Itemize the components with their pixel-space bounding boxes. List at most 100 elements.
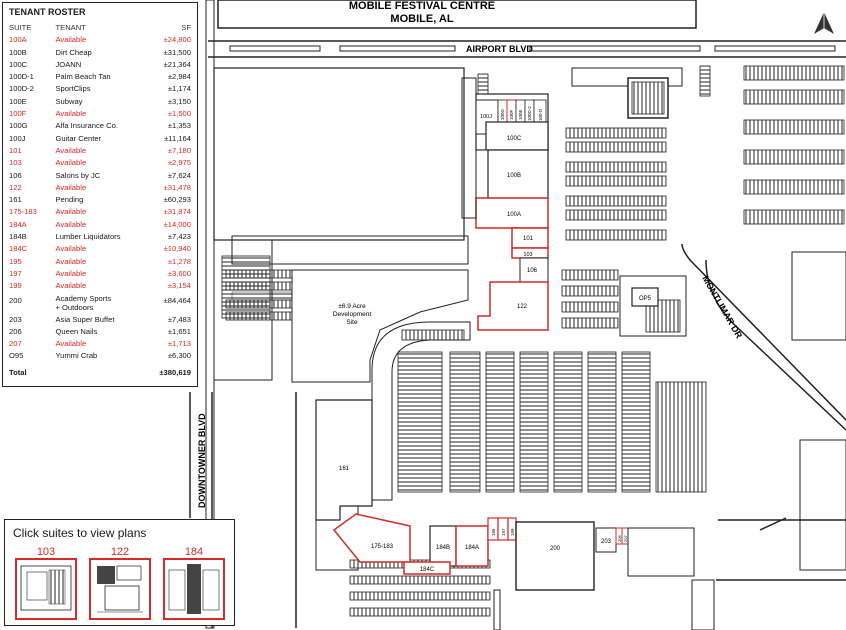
title-block <box>217 0 697 29</box>
roster-suite: 101 <box>9 145 22 155</box>
roster-sf: ±7,483 <box>167 314 191 324</box>
roster-sf: ±10,940 <box>163 244 191 254</box>
roster-sf: ±60,293 <box>163 195 191 205</box>
roster-sf: ±1,500 <box>167 109 191 119</box>
roster-row-195: 195 Available ±1,278 <box>9 256 191 268</box>
roster-row-o95: O95 Yummi Crab ±6,300 <box>9 350 191 362</box>
roster-tenant: Available <box>55 244 87 254</box>
roster-tenant: Subway <box>55 96 83 106</box>
roster-sf: ±14,000 <box>163 219 191 229</box>
roster-tenant: Dirt Cheap <box>55 47 92 57</box>
parcel-west <box>213 67 465 241</box>
roster-sf: ±2,975 <box>167 158 191 168</box>
suite-184A[interactable] <box>455 525 489 567</box>
roster-tenant: Available <box>55 35 87 45</box>
parking-west <box>221 255 297 321</box>
suite-207-label: 207 <box>623 535 628 542</box>
col-sf: SF <box>181 23 191 32</box>
plan-label-184: 184 <box>184 546 204 558</box>
roster-suite: 100F <box>9 109 27 119</box>
roster-suite: 199 <box>9 281 22 291</box>
suite-100C-label: 100C <box>507 136 522 142</box>
roster-tenant: Available <box>55 182 87 192</box>
roster-sf: ±31,500 <box>163 47 191 57</box>
parking-central <box>561 127 681 333</box>
roster-sf: ±1,174 <box>167 84 191 94</box>
suite-206-label: 206 <box>617 535 622 542</box>
roster-suite: 100D-2 <box>9 84 34 94</box>
roster-sf: ±6,300 <box>167 351 191 361</box>
plan-thumb-184[interactable] <box>163 558 225 620</box>
roster-suite: 100D-1 <box>9 72 34 82</box>
suite-200[interactable] <box>515 521 595 591</box>
suite-100B[interactable] <box>487 149 549 199</box>
roster-tenant: Available <box>55 339 87 349</box>
roster-tenant-line1: Academy Sports <box>55 293 112 303</box>
roster-suite: 100G <box>9 121 28 131</box>
roster-tenant: Academy Sports+ Outdoors <box>55 294 150 312</box>
roster-header: SUITE TENANT SF <box>9 22 191 34</box>
roster-tenant: Available <box>55 256 87 266</box>
roster-row-103: 103 Available ±2,975 <box>9 157 191 169</box>
roster-tenant-line2: + Outdoors <box>55 302 94 312</box>
roster-tenant: JOANN <box>55 59 82 69</box>
plan-thumb-103[interactable] <box>15 558 77 620</box>
roster-suite: 161 <box>9 195 22 205</box>
suite-175-183[interactable] <box>332 513 411 563</box>
roster-tenant: Available <box>55 158 87 168</box>
suite-184C[interactable] <box>403 561 451 575</box>
roster-sf: ±84,464 <box>163 295 191 305</box>
roster-suite: 184B <box>9 232 27 242</box>
roster-suite: 103 <box>9 158 22 168</box>
roster-sf: ±1,651 <box>167 326 191 336</box>
site-label-2: Development <box>333 311 371 318</box>
roster-tenant: Available <box>55 219 87 229</box>
roster-suite: 206 <box>9 326 22 336</box>
suite-OP5[interactable] <box>631 287 659 307</box>
roster-sf: ±21,364 <box>163 59 191 69</box>
roster-suite: 195 <box>9 256 22 266</box>
roster-suite: 100A <box>9 35 27 45</box>
suite-106-label: 106 <box>527 268 538 274</box>
plans-title: Click suites to view plans <box>13 526 147 540</box>
roster-tenant: Available <box>55 207 87 217</box>
roster-suite: 203 <box>9 314 22 324</box>
roster-row-100b: 100B Dirt Cheap ±31,500 <box>9 47 191 59</box>
suite-184B-label: 184B <box>436 545 450 551</box>
suite-161[interactable] <box>315 399 373 521</box>
map-subtitle: MOBILE, AL <box>390 13 453 25</box>
plan-thumb-122[interactable] <box>89 558 151 620</box>
roster-sf: ±1,278 <box>167 256 191 266</box>
roster-tenant: Palm Beach Tan <box>55 72 111 82</box>
roster-tenant: SportClips <box>55 84 91 94</box>
roster-tenant: Guitar Center <box>55 133 102 143</box>
roster-tenant: Yummi Crab <box>55 351 98 361</box>
suite-122[interactable] <box>477 281 549 331</box>
site-label-3: Site <box>346 319 358 326</box>
roster-tenant: Asia Super Buffet <box>55 314 115 324</box>
roster-row-100d-2: 100D-2 SportClips ±1,174 <box>9 83 191 95</box>
roster-sf: ±7,180 <box>167 145 191 155</box>
roster-row-184a: 184A Available ±14,000 <box>9 219 191 231</box>
roster-suite: O95 <box>9 351 24 361</box>
roster-suite: 184A <box>9 219 27 229</box>
roster-sf: ±3,600 <box>167 268 191 278</box>
suite-161-label: 161 <box>339 466 350 472</box>
map-title: MOBILE FESTIVAL CENTRE <box>349 0 495 12</box>
downtowner-blvd-label: DOWNTOWNER BLVD <box>197 413 207 508</box>
roster-suite: 100J <box>9 133 26 143</box>
suite-106[interactable] <box>519 257 549 283</box>
roster-suite: 100B <box>9 47 27 57</box>
roster-tenant: Lumber Liquidators <box>55 232 121 242</box>
